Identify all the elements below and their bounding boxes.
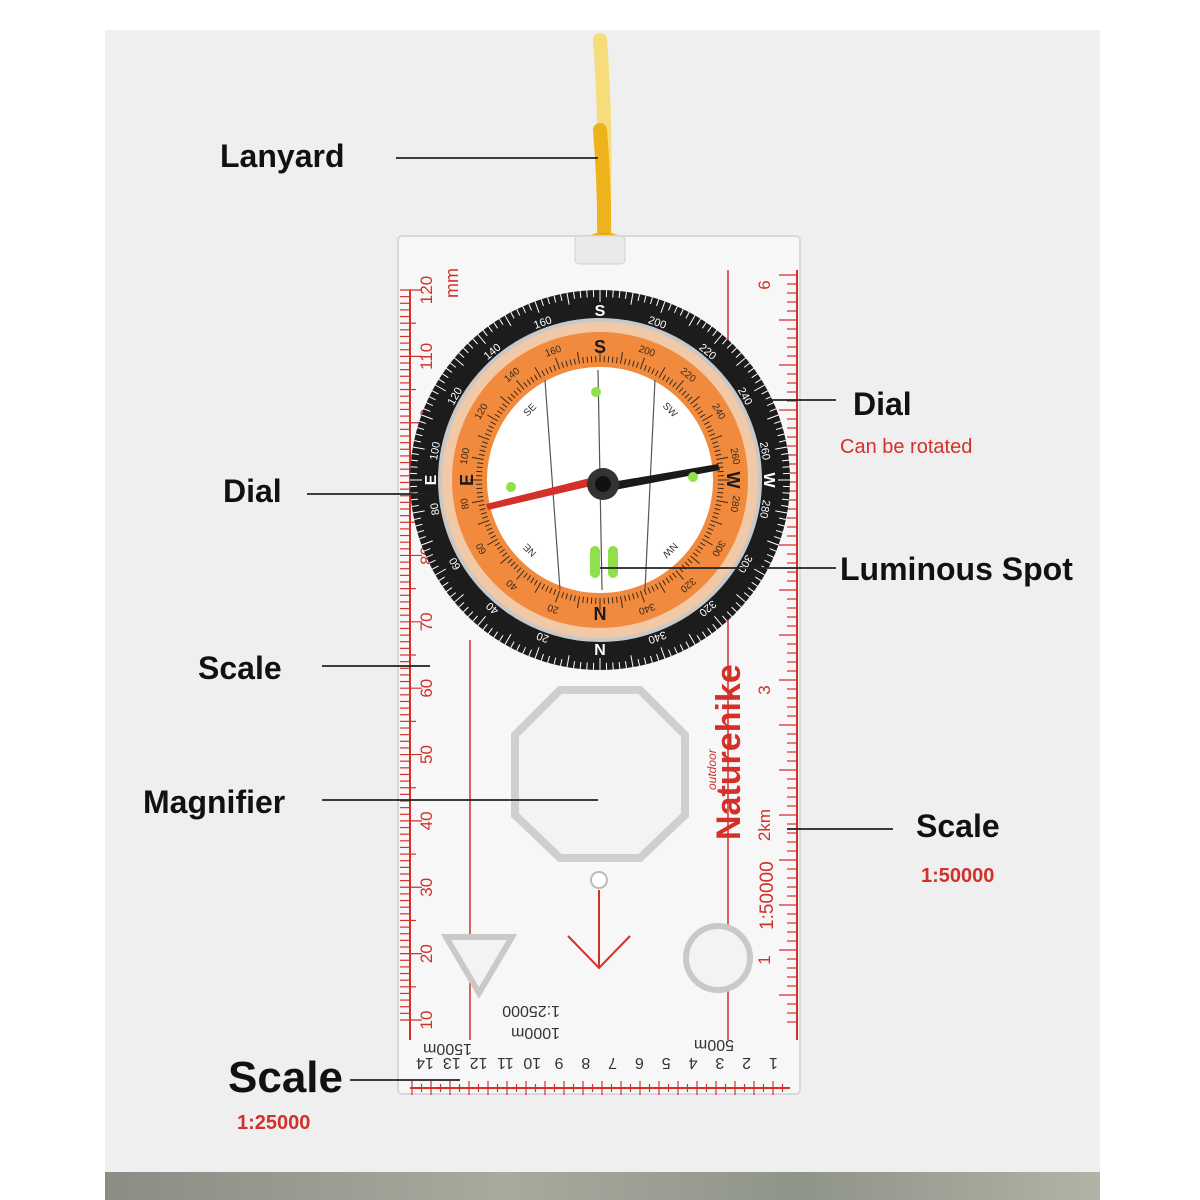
- compass-needle: [486, 464, 720, 510]
- label-luminous-spot: Luminous Spot: [840, 551, 1073, 587]
- km-ruler: [779, 270, 798, 1040]
- mm-tick-label: 110: [417, 343, 436, 370]
- brand-logo-text: Naturehike: [710, 664, 748, 840]
- mm-tick-label: 10: [417, 1011, 436, 1030]
- inner-degree-label: 200: [637, 344, 657, 360]
- scale-500m-text: 500m: [694, 1036, 734, 1053]
- label-magnifier: Magnifier: [143, 784, 286, 820]
- mm-tick-label: 40: [417, 811, 436, 830]
- inner-degree-label: 260: [728, 447, 742, 466]
- arrow-hole: [590, 871, 608, 889]
- label-scale-left: Scale: [198, 650, 282, 686]
- mm-unit-label: mm: [442, 268, 462, 298]
- label-dial-left: Dial: [223, 473, 282, 509]
- bottom-photo-strip: [105, 1172, 1100, 1200]
- bezel-degree-label: 260: [757, 441, 772, 461]
- bottom-ruler-number: 9: [554, 1054, 563, 1071]
- bezel-cardinal-label: N: [594, 640, 606, 657]
- lanyard-slot: [574, 235, 626, 265]
- bottom-ruler-number: 5: [662, 1054, 671, 1071]
- mm-ruler: [400, 289, 422, 1040]
- mm-tick-label: 60: [417, 679, 436, 698]
- direction-arrow: [567, 890, 631, 970]
- mm-tick-label: 70: [417, 612, 436, 631]
- bezel-degree-label: 160: [532, 314, 553, 332]
- inner-cardinal-label: S: [594, 337, 606, 357]
- label-scale-bottom: Scale: [228, 1053, 343, 1102]
- bezel-cardinal-label: E: [423, 474, 440, 485]
- inner-degree-label: 80: [459, 497, 472, 510]
- label-scale-right: Scale: [916, 808, 1000, 844]
- luminous-spots: [506, 387, 698, 578]
- km-tick-label: 6: [755, 280, 774, 289]
- bottom-ruler-number: 11: [497, 1054, 514, 1071]
- bezel-degree-label: 20: [535, 629, 551, 644]
- bottom-ruler-number: 1: [769, 1054, 778, 1071]
- inner-degree-label: 100: [459, 447, 473, 466]
- lanyard-cord: [580, 33, 628, 264]
- bezel-degree-label: 60: [447, 555, 464, 572]
- bottom-ruler-number: 6: [635, 1054, 644, 1071]
- km-scale-text: 1:50000: [757, 861, 778, 930]
- mm-tick-labels: 120110100908070605040302010: [417, 276, 436, 1030]
- bottom-ruler-number: 13: [443, 1054, 461, 1071]
- inner-degree-label: 20: [546, 601, 561, 615]
- magnifier: [511, 686, 689, 862]
- label-lanyard: Lanyard: [220, 138, 345, 174]
- bezel-cardinal-label: W: [760, 472, 777, 488]
- inner-degree-label: 340: [637, 600, 657, 616]
- km-tick-label: 3: [755, 685, 774, 694]
- bottom-ruler-number: 3: [715, 1054, 724, 1071]
- inner-cardinal-label: E: [457, 474, 477, 486]
- bezel-degree-label: 100: [428, 441, 443, 461]
- bezel-degree-label: 340: [646, 628, 667, 646]
- triangle-template: [440, 934, 518, 999]
- label-dial-right: Dial: [853, 386, 912, 422]
- inner-cardinal-label: W: [723, 472, 743, 489]
- inner-degree-label: 160: [544, 344, 564, 360]
- brand-sub-text: outdoor: [705, 748, 719, 790]
- bezel-degree-label: 200: [646, 314, 667, 332]
- ratio-25000-text: 1:25000: [502, 1002, 560, 1019]
- mm-tick-label: 50: [417, 745, 436, 764]
- label-dial-note: Can be rotated: [840, 436, 973, 458]
- scale-1000m-text: 1000m: [511, 1024, 560, 1041]
- bezel-degree-label: 280: [757, 499, 772, 519]
- mm-tick-label: 120: [417, 276, 436, 304]
- bezel-cardinal-label: S: [595, 303, 606, 320]
- label-scale-bottom-ratio: 1:25000: [237, 1112, 311, 1134]
- bottom-ruler-number: 2: [742, 1054, 751, 1071]
- km-tick-labels: 6 3 2km 1: [755, 280, 774, 964]
- mm-tick-label: 30: [417, 878, 436, 897]
- inner-cardinal-label: N: [594, 603, 607, 623]
- label-scale-right-ratio: 1:50000: [921, 865, 995, 887]
- bottom-ruler-number: 12: [470, 1054, 488, 1071]
- inner-degree-label: 280: [727, 495, 741, 514]
- km-tick-label: 2km: [755, 809, 774, 841]
- inner-degree-label: 60: [474, 540, 489, 556]
- leader-lines: [307, 157, 893, 1081]
- bottom-ruler-number: 8: [581, 1054, 590, 1071]
- km-tick-label: 1: [755, 955, 774, 964]
- bottom-ruler-number: 7: [608, 1054, 617, 1071]
- bottom-ruler-number: 10: [523, 1054, 541, 1071]
- scale-1500m-text: 1500m: [423, 1040, 472, 1057]
- bottom-ruler-number: 14: [416, 1054, 434, 1071]
- bezel-degree-label: 80: [429, 502, 443, 516]
- bottom-ruler-number: 4: [688, 1054, 697, 1071]
- circle-template: [683, 923, 753, 993]
- mm-tick-label: 20: [417, 944, 436, 963]
